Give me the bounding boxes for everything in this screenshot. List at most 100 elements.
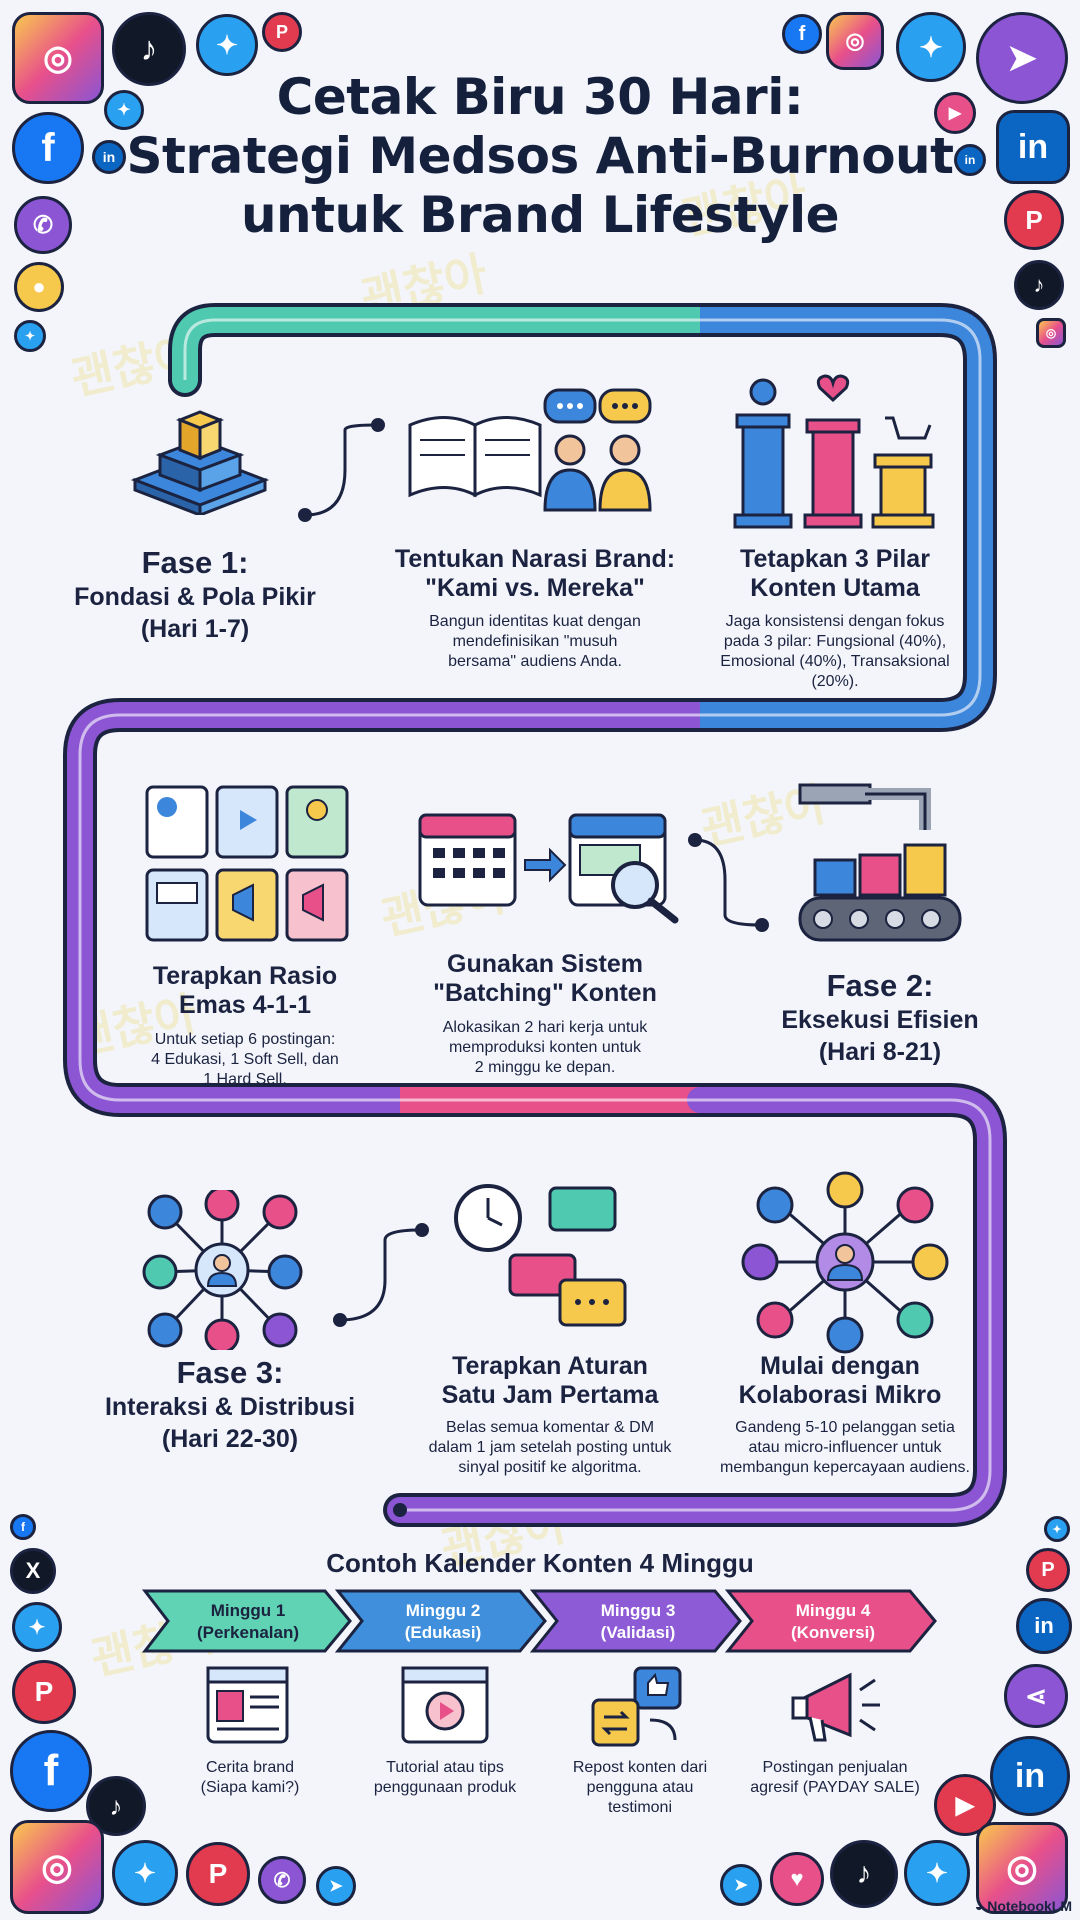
step-batching-desc-2: memproduksi konten untuk (448, 1039, 642, 1056)
step-batching-title-1: Gunakan Sistem (447, 950, 643, 978)
youtube-icon: ▶ (934, 1774, 996, 1836)
step-pilar-desc: Jaga konsistensi dengan fokus pada 3 pil… (690, 612, 980, 692)
step-pilar-title-2: Konten Utama (750, 574, 920, 602)
pinterest-icon: ♥ (770, 1852, 824, 1906)
step-satujam-desc: Belas semua komentar & DM dalam 1 jam se… (380, 1418, 720, 1478)
telegram-icon: ➤ (316, 1866, 356, 1906)
step-batching-title: Gunakan Sistem "Batching" Konten (400, 950, 690, 1008)
week-1-sub: (Perkenalan) (197, 1623, 299, 1642)
week-1-label: Minggu 1 (211, 1601, 286, 1620)
week-2-desc: Tutorial atau tips penggunaan produk (350, 1758, 540, 1798)
viber-icon: ✆ (14, 196, 72, 254)
step-narasi-title-2: "Kami vs. Mereka" (425, 574, 645, 602)
step-pilar-title: Tetapkan 3 Pilar Konten Utama (700, 545, 970, 603)
step-batching-desc-1: Alokasikan 2 hari kerja untuk (442, 1019, 648, 1036)
step-pilar-desc-2: pada 3 pilar: Fungsional (40%), (723, 633, 947, 650)
tiktok-icon: ♪ (830, 1840, 898, 1908)
influencer-network-icon (741, 1171, 949, 1354)
facebook-icon: f (10, 1730, 92, 1812)
title-line-1: Cetak Biru 30 Hari: (276, 68, 804, 126)
linkedin-icon: in (990, 1736, 1070, 1816)
conveyor-belt-icon (798, 783, 962, 942)
twitter-icon: ✦ (104, 90, 144, 130)
step-satujam-desc-1: Belas semua komentar & DM (445, 1419, 655, 1436)
youtube-icon: ▶ (934, 92, 976, 134)
step-narasi-title: Tentukan Narasi Brand: "Kami vs. Mereka" (370, 545, 700, 603)
twitter-icon: ✦ (112, 1840, 178, 1906)
step-narasi-desc-1: Bangun identitas kuat dengan (429, 613, 641, 630)
step-batching-desc-3: 2 minggu ke depan. (474, 1059, 616, 1076)
step-kolaborasi-title-1: Mulai dengan (760, 1352, 920, 1380)
week-3-sub: (Validasi) (601, 1623, 676, 1642)
step-rasio-desc-2: 4 Edukasi, 1 Soft Sell, dan (151, 1051, 339, 1068)
linkedin-icon: in (92, 140, 126, 174)
linkedin-icon: in (954, 144, 986, 176)
step-kolaborasi-desc-2: atau micro-influencer untuk (748, 1439, 942, 1456)
user-icon: ● (14, 262, 64, 312)
tiktok-icon: ♪ (1014, 260, 1064, 310)
title-line-3: untuk Brand Lifestyle (240, 186, 840, 244)
week-3-label: Minggu 3 (601, 1601, 676, 1620)
week-4-label: Minggu 4 (796, 1601, 871, 1620)
linkedin-icon: in (996, 110, 1070, 184)
step-rasio-desc-1: Untuk setiap 6 postingan: (154, 1031, 336, 1048)
step-rasio-title-1: Terapkan Rasio (152, 962, 338, 990)
instagram-icon: ◎ (1036, 318, 1066, 348)
week-4-sub: (Konversi) (791, 1623, 875, 1642)
share-icon: ⋖ (1004, 1664, 1068, 1728)
week-3-desc-1: Repost konten dari (572, 1759, 708, 1776)
facebook-icon: f (12, 112, 84, 184)
week-2-desc-2: penggunaan produk (373, 1779, 517, 1796)
phase-1-title: Fase 1: (141, 545, 249, 580)
week-4-desc: Postingan penjualan agresif (PAYDAY SALE… (735, 1758, 935, 1798)
phase-3-subtitle: Interaksi & Distribusi (104, 1393, 356, 1421)
step-narasi-desc-3: bersama" audiens Anda. (448, 653, 622, 670)
step-batching-title-2: "Batching" Konten (433, 979, 657, 1007)
pinterest-icon: P (262, 12, 302, 52)
step-satujam-title-2: Satu Jam Pertama (441, 1381, 659, 1409)
pinterest-icon: P (12, 1660, 76, 1724)
pinterest-icon: P (1004, 190, 1064, 250)
repost-like-icon (591, 1666, 682, 1747)
step-kolaborasi-title-2: Kolaborasi Mikro (738, 1381, 942, 1409)
step-pilar-desc-3: Emosional (40%), Transaksional (720, 653, 950, 670)
content-grid-icon (145, 785, 349, 942)
step-narasi-desc: Bangun identitas kuat dengan mendefinisi… (380, 612, 690, 672)
phase-3-days: (Hari 22-30) (161, 1425, 299, 1453)
week-4-chevron (724, 1589, 937, 1653)
phase-1-subtitle: Fondasi & Pola Pikir (74, 583, 316, 611)
step-pilar-title-1: Tetapkan 3 Pilar (740, 545, 930, 573)
phase-1-days: (Hari 1-7) (140, 615, 250, 643)
twitter-icon: ✦ (14, 320, 46, 352)
phase-2-subtitle: Eksekusi Efisien (781, 1006, 979, 1034)
phase-1-heading: Fase 1: Fondasi & Pola Pikir (Hari 1-7) (60, 545, 330, 645)
week-1-desc-1: Cerita brand (205, 1759, 295, 1776)
twitter-icon: ✦ (904, 1840, 970, 1906)
twitter-icon: ✦ (896, 12, 966, 82)
step-satujam-desc-3: sinyal positif ke algoritma. (458, 1459, 642, 1476)
week-3-desc-3: testimoni (607, 1799, 673, 1816)
step-narasi-title-1: Tentukan Narasi Brand: (394, 545, 676, 573)
step-pilar-desc-4: (20%). (811, 673, 859, 690)
week-3-desc: Repost konten dari pengguna atau testimo… (550, 1758, 730, 1818)
megaphone-icon (791, 1672, 880, 1742)
calendar-weeks-chevrons: Minggu 1 (Perkenalan) Minggu 2 (Edukasi)… (141, 1589, 937, 1653)
week-2-sub: (Edukasi) (405, 1623, 482, 1642)
week-4-desc-2: agresif (PAYDAY SALE) (750, 1779, 920, 1796)
page-title: Cetak Biru 30 Hari: Strategi Medsos Anti… (120, 68, 960, 245)
week-1-desc-2: (Siapa kami?) (200, 1779, 300, 1796)
x-icon: X (10, 1548, 56, 1594)
viber-icon: ✆ (258, 1856, 306, 1904)
linkedin-icon: in (1016, 1598, 1072, 1654)
notebooklm-logo-icon: ◒ (974, 1898, 984, 1914)
week-4-desc-1: Postingan penjualan (762, 1759, 908, 1776)
social-network-hub-icon (142, 1190, 303, 1350)
instagram-icon: ◎ (976, 1822, 1068, 1914)
step-kolaborasi-desc: Gandeng 5-10 pelanggan setia atau micro-… (705, 1418, 985, 1478)
calendar-search-icon (418, 813, 679, 924)
foundation-blocks-icon (130, 410, 270, 515)
week-2-label: Minggu 2 (406, 1601, 481, 1620)
telegram-icon: ➤ (976, 12, 1068, 104)
notebooklm-badge: ◒ NotebookLM (975, 1898, 1072, 1914)
